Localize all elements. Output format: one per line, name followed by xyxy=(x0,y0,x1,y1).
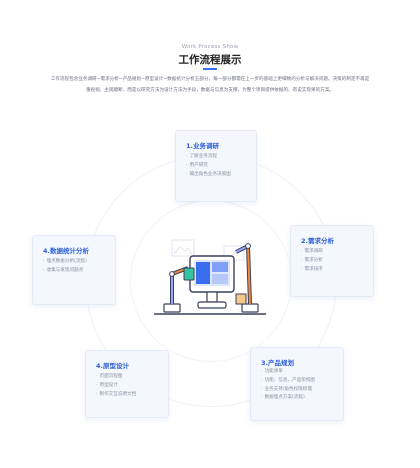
intro-paragraph: 工作流程包含业务调研~需求分析~产品规划~原型设计~数据统计分析五部分，每一部分… xyxy=(50,77,370,93)
step-card-requirements: 2.需求分析 需求调研 需求分析 需求排序 xyxy=(290,225,374,297)
step-card-planning: 3.产品规划 功能清单 功能、信息、产品架构图 业务支持/角色权限梳理 数据埋点… xyxy=(250,347,344,421)
step-item: 需求分析 xyxy=(301,257,322,266)
robot-arm-computer-illustration xyxy=(154,239,266,315)
step-item: 用户研究 xyxy=(186,162,231,171)
step-item: 需求排序 xyxy=(301,266,322,275)
step-item: 功能清单 xyxy=(261,368,315,377)
step-items: 埋点数据分析(流程) 收集与发现问题点 xyxy=(43,258,87,276)
step-items: 需求调研 需求分析 需求排序 xyxy=(301,248,322,275)
step-card-data-analysis: 4.数据统计分析 埋点数据分析(流程) 收集与发现问题点 xyxy=(32,235,116,305)
step-item: 输出角色业务决策图 xyxy=(186,171,230,180)
step-items: 功能清单 功能、信息、产品架构图 业务支持/角色权限梳理 数据埋点方案(流程) xyxy=(261,368,315,403)
step-title: 4.数据统计分析 xyxy=(43,247,89,255)
step-item: 功能、信息、产品架构图 xyxy=(261,377,315,386)
step-item: 业务支持/角色权限梳理 xyxy=(261,386,315,395)
step-item: 原型设计 xyxy=(96,382,136,391)
step-card-prototype: 4.原型设计 页面流程图 原型设计 制作交互说明文档 xyxy=(85,350,169,418)
step-items: 页面流程图 原型设计 制作交互说明文档 xyxy=(96,373,136,399)
step-title: 4.原型设计 xyxy=(96,362,129,370)
step-item: 制作交互说明文档 xyxy=(96,391,136,400)
step-item: 页面流程图 xyxy=(96,373,136,382)
step-card-research: 1.业务调研 了解业务流程 用户研究 输出角色业务决策图 xyxy=(175,130,257,202)
step-item: 埋点数据分析(流程) xyxy=(43,258,86,267)
step-item: 收集与发现问题点 xyxy=(43,267,87,276)
title-underline xyxy=(203,68,217,70)
step-title: 1.业务调研 xyxy=(186,142,219,150)
step-title: 2.需求分析 xyxy=(301,237,334,245)
step-item: 数据埋点方案(流程) xyxy=(261,394,315,403)
step-items: 了解业务流程 用户研究 输出角色业务决策图 xyxy=(186,153,231,180)
page-title: 工作流程展示 xyxy=(178,54,242,66)
page-subtitle: Work Process Show xyxy=(181,44,239,50)
step-item: 了解业务流程 xyxy=(186,153,231,162)
step-title: 3.产品规划 xyxy=(261,359,294,367)
step-item: 需求调研 xyxy=(301,248,322,257)
